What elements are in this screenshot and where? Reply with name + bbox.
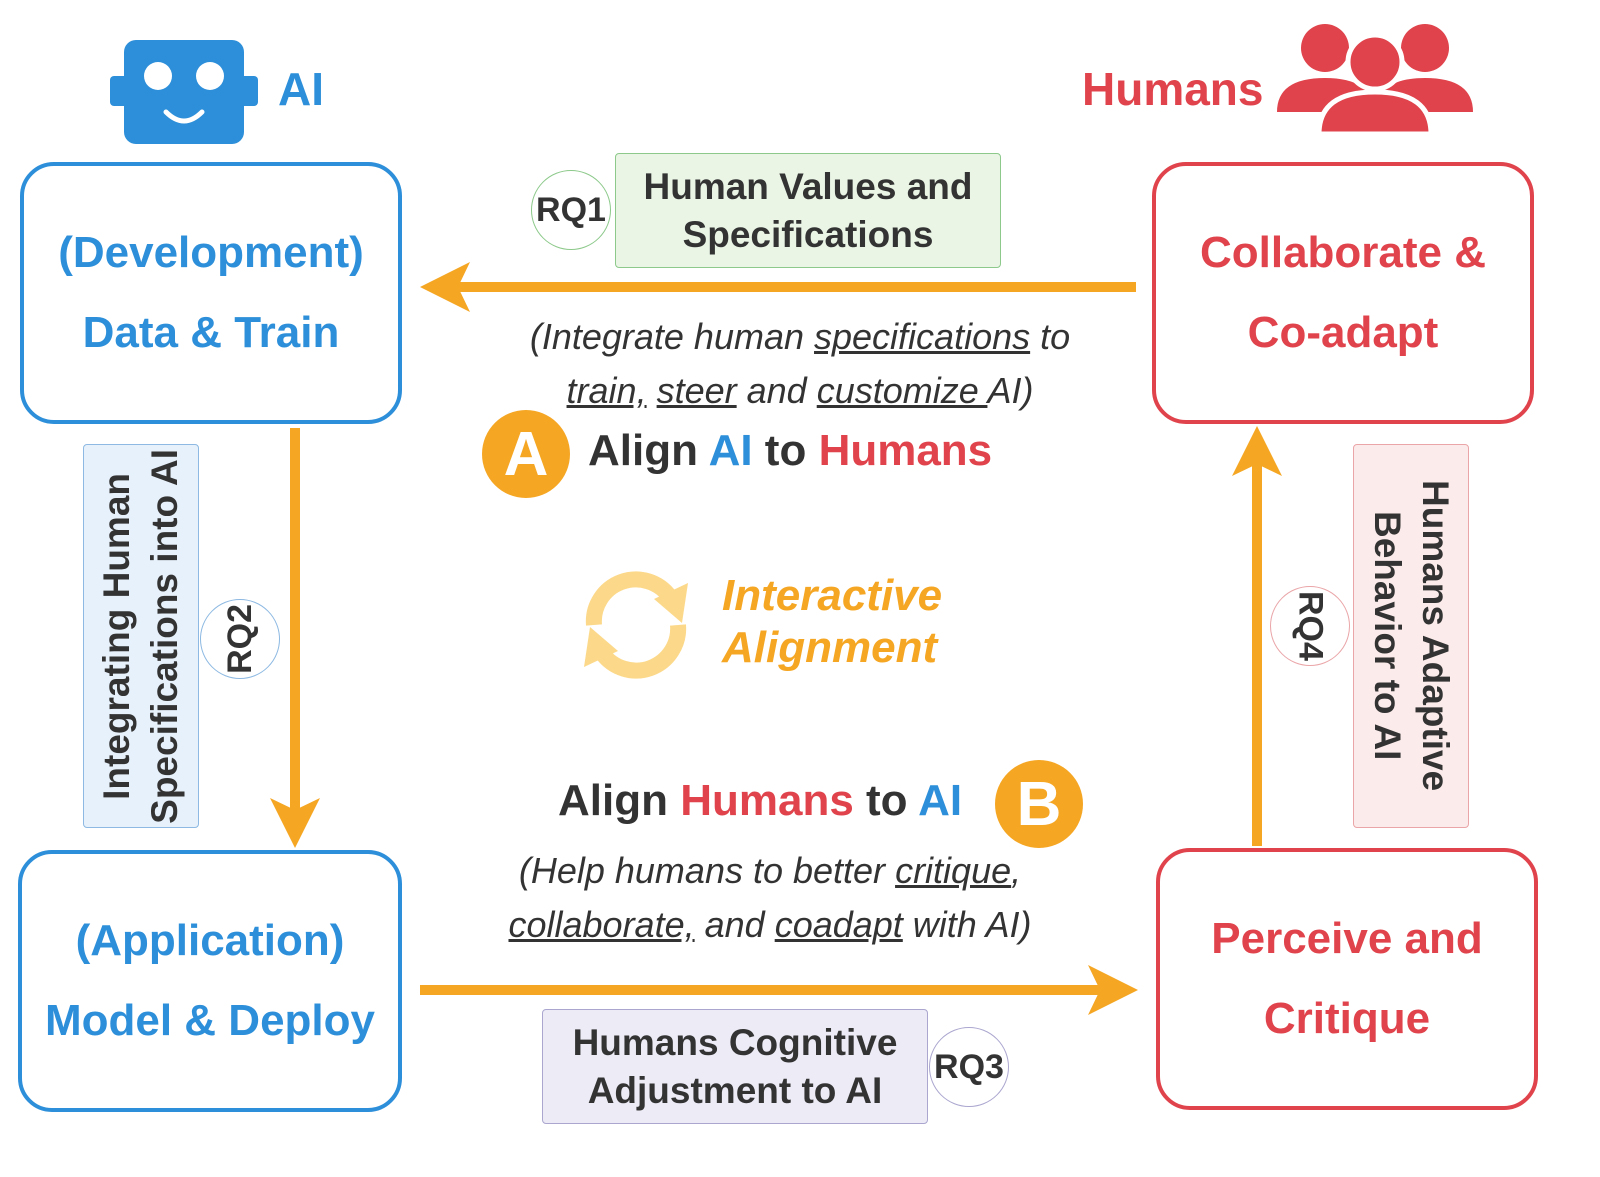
arrow-top-left [420,262,1136,312]
top-note-line2: train, steer and customize AI) [480,364,1120,418]
bottom-note-critique: critique [895,850,1012,891]
humans-header-label: Humans [1082,63,1264,115]
bottom-note-line2: collaborate, and coadapt with AI) [470,898,1070,952]
rq4-circle-text: RQ4 [1291,591,1330,661]
interactive-alignment-line1: Interactive [722,571,943,620]
headline-b-humans: Humans [680,776,854,825]
top-note-and: and [736,370,817,411]
headline-b-ai: AI [918,776,963,825]
ai-header-label: AI [278,63,324,115]
bottom-note-line1: (Help humans to better critique, [470,844,1070,898]
bottom-note-collaborate: collaborate, [508,904,695,945]
rq4-label-box: Humans Adaptive Behavior to AI [1353,444,1469,828]
bottom-note-and: and [694,904,775,945]
rq1-circle: RQ1 [531,170,611,250]
application-box-subtitle: Model & Deploy [44,996,376,1045]
headline-a-ai: AI [708,426,753,475]
headline-b-to: to [853,776,919,825]
top-note-specifications: specifications [814,316,1031,357]
rq3-circle: RQ3 [929,1027,1009,1107]
arrow-left-down [270,428,320,848]
bottom-note-coadapt: coadapt [774,904,903,945]
robot-icon [110,40,258,144]
rq2-circle: RQ2 [200,599,280,679]
cycle-icon [584,571,688,679]
rq2-label-text: Integrating Human Specifications into AI [93,449,189,824]
rq4-label-text: Humans Adaptive Behavior to AI [1363,480,1459,791]
rq1-label-box: Human Values and Specifications [615,153,1001,268]
rq4-label-line2: Behavior to AI [1367,511,1408,761]
rq3-label-line1: Humans Cognitive [572,1021,898,1063]
rq3-label-box: Humans Cognitive Adjustment to AI [542,1009,928,1124]
rq4-circle: RQ4 [1270,586,1350,666]
perceive-box-line2: Critique [1263,994,1431,1043]
badge-a: A [482,410,570,498]
headline-b-align: Align [558,776,681,825]
headline-b: Align Humans to AI [558,776,962,826]
collaborate-box: Collaborate & Co-adapt [1152,162,1534,424]
arrow-right-up [1232,426,1282,846]
bottom-note-comma: , [1011,850,1022,891]
bottom-note-open: (Help humans to better [518,850,896,891]
headline-a-humans: Humans [818,426,993,475]
development-box: (Development) Data & Train [20,162,402,424]
perceive-box-line1: Perceive and [1211,914,1483,963]
collaborate-box-line2: Co-adapt [1247,308,1439,357]
rq4-label-line1: Humans Adaptive [1415,480,1456,792]
rq1-label-line1: Human Values and [643,165,973,207]
top-note-customize: customize [816,370,988,411]
collaborate-box-line1: Collaborate & [1199,228,1487,277]
top-note-train: train, [566,370,647,411]
rq2-circle-text: RQ2 [220,604,259,674]
rq1-label-line2: Specifications [682,213,934,255]
bottom-note-close: with AI) [902,904,1032,945]
application-box: (Application) Model & Deploy [18,850,402,1112]
rq2-label-box: Integrating Human Specifications into AI [83,444,199,828]
people-icon [1277,24,1473,134]
rq3-label-line2: Adjustment to AI [587,1069,883,1111]
bottom-note: (Help humans to better critique, collabo… [470,844,1070,952]
development-box-subtitle: Data & Train [82,308,340,357]
headline-a: Align AI to Humans [588,426,992,476]
top-note-line1: (Integrate human specifications to [480,310,1120,364]
development-box-title: (Development) [58,228,364,277]
interactive-alignment-line2: Alignment [722,623,938,672]
top-note-close: AI) [987,370,1034,411]
headline-a-align: Align [588,426,709,475]
rq2-label-line1: Integrating Human [96,472,137,800]
top-note-open: (Integrate human [529,316,815,357]
top-note-to: to [1030,316,1071,357]
application-box-title: (Application) [75,916,345,965]
perceive-box: Perceive and Critique [1156,848,1538,1110]
top-note: (Integrate human specifications to train… [480,310,1120,418]
badge-b: B [995,760,1083,848]
arrow-bottom-right [420,965,1138,1015]
headline-a-to: to [752,426,819,475]
top-note-steer: steer [656,370,737,411]
interactive-alignment-title: Interactive Alignment [722,570,942,674]
rq2-label-line2: Specifications into AI [144,448,185,824]
